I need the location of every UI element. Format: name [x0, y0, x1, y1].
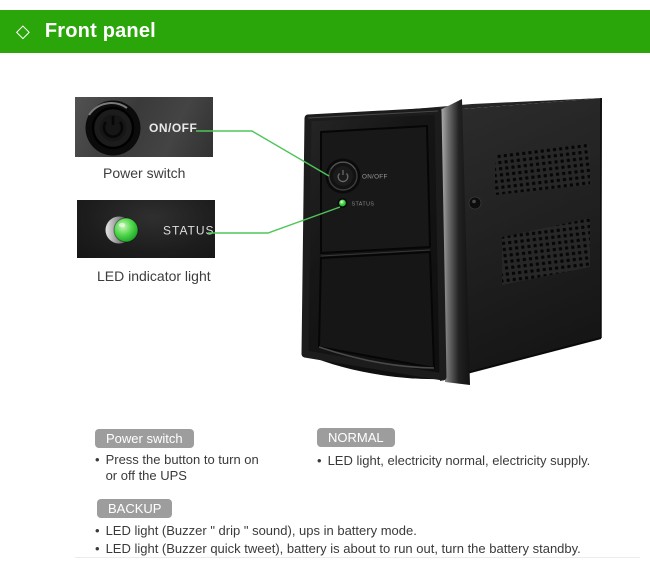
screw-icon — [468, 196, 482, 210]
ups-device-image: ON/OFF STATUS — [301, 98, 602, 385]
device-power-button-highlight — [330, 161, 356, 170]
led-highlight — [118, 222, 126, 228]
vent-grid-top-icon — [495, 143, 590, 195]
normal-description: LED light, electricity normal, electrici… — [317, 453, 591, 469]
device-power-symbol-icon — [337, 173, 349, 183]
page-title: Front panel — [44, 20, 156, 42]
device-status-led — [339, 199, 346, 207]
backup-description-1: LED light (Buzzer " drip " sound), ups i… — [95, 523, 417, 539]
status-led-photo: STATUS — [77, 200, 215, 258]
device-led-glint — [340, 201, 343, 203]
screw-glint — [472, 199, 476, 204]
backup-description-2-text: LED light (Buzzer quick tweet), battery … — [105, 541, 581, 556]
power-switch-photo: ON/OFF — [75, 97, 213, 157]
backup-badge: BACKUP — [97, 499, 173, 518]
power-switch-description-text: Press the button to turn on or off the U… — [105, 452, 259, 483]
device-power-button-cap — [333, 166, 353, 186]
diamond-icon: ◇ — [16, 21, 30, 41]
door-bottom-highlight — [318, 346, 435, 369]
power-switch-description: Press the button to turn on or off the U… — [95, 452, 259, 484]
green-led-dome — [113, 217, 139, 243]
backup-description-2: LED light (Buzzer quick tweet), battery … — [95, 541, 581, 557]
bottom-divider — [75, 557, 640, 558]
backup-description-1-text: LED light (Buzzer " drip " sound), ups i… — [105, 523, 417, 538]
power-switch-photo-art: ON/OFF — [85, 100, 197, 156]
normal-description-text: LED light, electricity normal, electrici… — [327, 453, 591, 468]
power-button-rim-highlight — [88, 102, 128, 116]
photo-onoff-label: ON/OFF — [149, 121, 197, 135]
front-door-lower — [318, 251, 435, 369]
normal-badge: NORMAL — [317, 428, 395, 447]
vent-grid-bottom-icon — [502, 218, 590, 285]
power-symbol-icon — [102, 121, 124, 138]
power-switch-caption: Power switch — [103, 165, 186, 181]
power-switch-badge: Power switch — [95, 429, 194, 448]
section-header: ◇ Front panel — [0, 10, 650, 53]
device-status-label: STATUS — [352, 202, 375, 208]
photo-status-label: STATUS — [163, 224, 215, 238]
status-led-photo-art: STATUS — [105, 216, 215, 244]
led-indicator-caption: LED indicator light — [97, 268, 211, 284]
front-top-highlight — [307, 110, 439, 119]
device-onoff-label: ON/OFF — [362, 174, 388, 181]
door-seam-highlight — [320, 249, 431, 257]
ups-front-bevel — [438, 99, 470, 385]
